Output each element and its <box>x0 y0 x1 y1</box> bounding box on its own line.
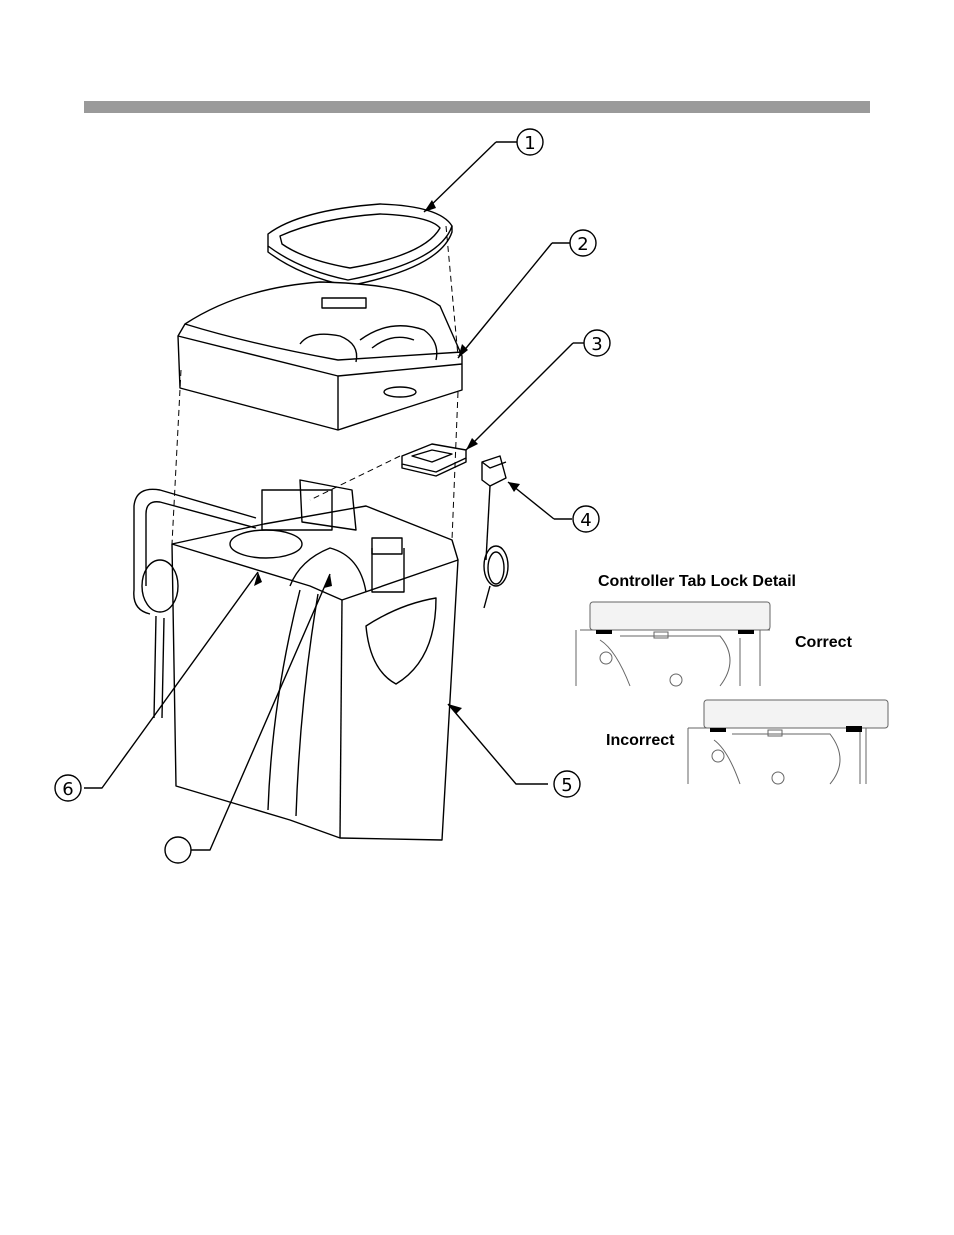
correct-label: Correct <box>795 634 852 652</box>
callout-5-label: 5 <box>561 775 572 796</box>
tab-incorrect-left <box>710 728 726 732</box>
callout-7 <box>165 837 191 863</box>
detail-title: Controller Tab Lock Detail <box>598 573 796 591</box>
callout-4-label: 4 <box>580 510 591 531</box>
callout-6-label: 6 <box>62 779 73 800</box>
tab-correct-left <box>596 630 612 634</box>
power-adapter <box>482 456 508 608</box>
salt-lid <box>178 282 462 430</box>
callout-3-label: 3 <box>591 334 602 355</box>
top-lid <box>268 204 452 286</box>
callout-2-label: 2 <box>577 234 588 255</box>
detail-incorrect-illustration <box>688 700 888 784</box>
tab-incorrect-right <box>846 726 862 732</box>
tab-correct-right <box>738 630 754 634</box>
incorrect-label: Incorrect <box>606 732 674 750</box>
controller <box>402 444 466 476</box>
callout-1-label: 1 <box>524 133 535 154</box>
detail-correct-illustration <box>576 602 770 686</box>
